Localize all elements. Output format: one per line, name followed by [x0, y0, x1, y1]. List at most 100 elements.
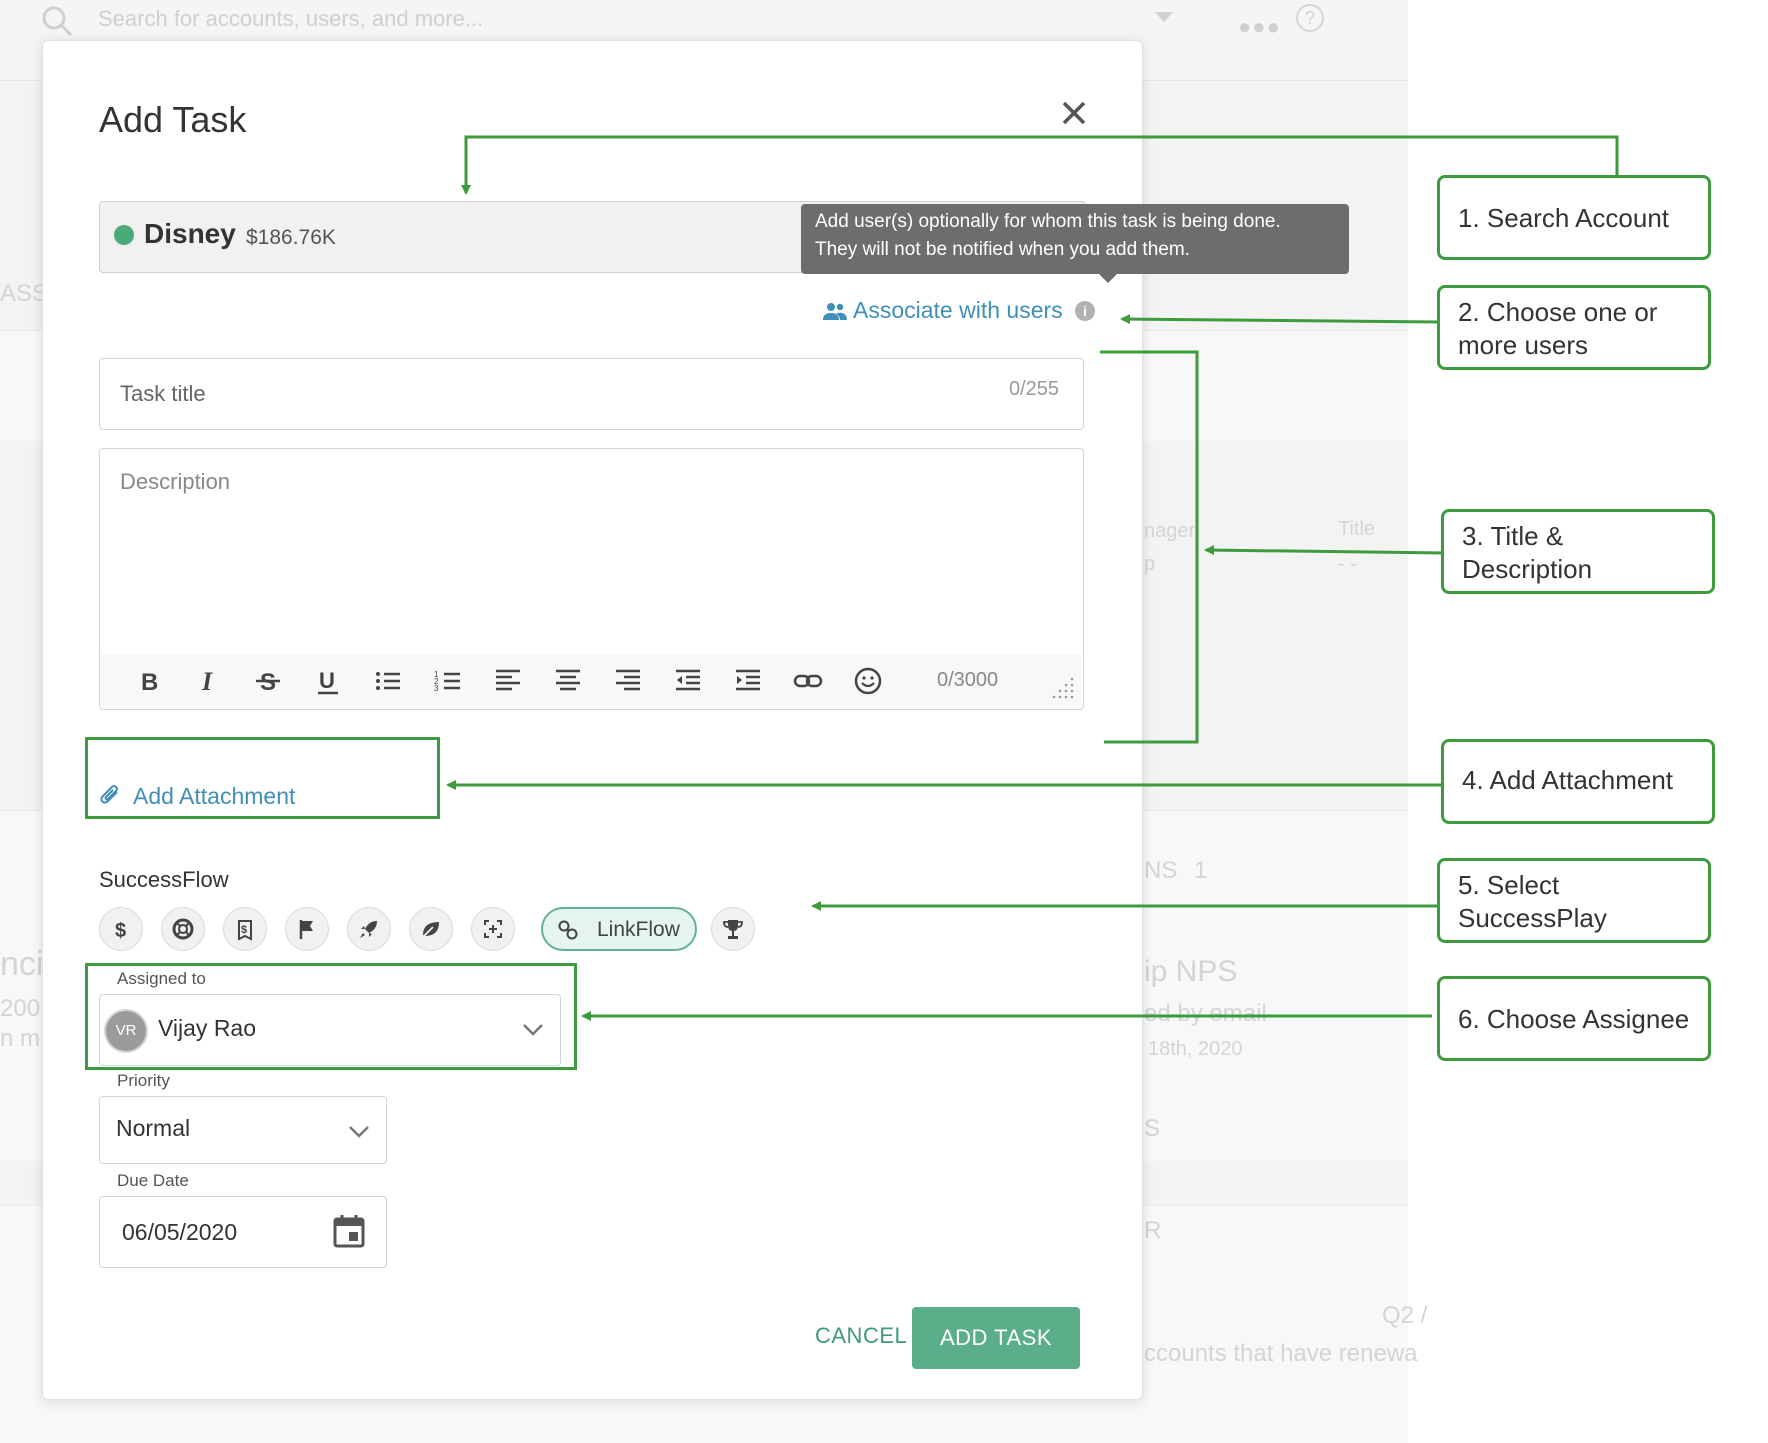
target-icon[interactable] — [471, 907, 515, 951]
link-icon[interactable] — [793, 666, 823, 696]
strikethrough-icon[interactable]: S — [253, 666, 283, 696]
priority-value: Normal — [116, 1115, 191, 1141]
svg-text:$: $ — [115, 920, 126, 941]
numbered-list-icon[interactable]: 123 — [433, 666, 463, 696]
background-fragment: ed by email — [1144, 1000, 1267, 1027]
priority-label: Priority — [113, 1071, 174, 1091]
tooltip-arrow — [1099, 274, 1117, 283]
dollar-icon[interactable]: $ — [99, 907, 143, 951]
assigned-to-label: Assigned to — [113, 969, 210, 989]
svg-text:1: 1 — [434, 670, 439, 679]
status-dots-icon: ●●● — [1238, 14, 1281, 39]
background-fragment: NS — [1144, 857, 1178, 884]
dollar-badge-icon[interactable]: $ — [223, 907, 267, 951]
callout-step-1: 1. Search Account — [1437, 175, 1711, 260]
callout-step-3: 3. Title & Description — [1441, 509, 1715, 594]
add-task-button[interactable]: ADD TASK — [912, 1307, 1080, 1369]
chevron-down-icon — [1155, 12, 1173, 22]
background-fragment: Q2 / — [1382, 1302, 1428, 1329]
callout-step-6: 6. Choose Assignee — [1437, 976, 1711, 1061]
svg-text:U: U — [319, 668, 335, 693]
background-fragment: 200 — [0, 995, 41, 1022]
background-search-placeholder: Search for accounts, users, and more... — [98, 6, 484, 31]
background-fragment: - - — [1338, 553, 1357, 575]
outdent-icon[interactable] — [673, 666, 703, 696]
assignee-name: Vijay Rao — [158, 1015, 257, 1041]
priority-select[interactable]: Normal — [99, 1096, 387, 1164]
info-icon[interactable]: i — [1075, 301, 1095, 321]
add-attachment-link[interactable]: Add Attachment — [133, 783, 296, 809]
background-fragment: ccounts that have renewa — [1144, 1340, 1418, 1367]
help-icon: ? — [1296, 4, 1324, 32]
linkflow-label: LinkFlow — [597, 918, 680, 941]
background-fragment: R — [1144, 1217, 1162, 1244]
task-title-input[interactable]: Task title 0/255 — [99, 358, 1084, 430]
successflow-label: SuccessFlow — [99, 867, 229, 892]
task-title-counter: 0/255 — [1008, 378, 1059, 400]
italic-icon[interactable]: I — [193, 666, 223, 696]
description-counter: 0/3000 — [937, 669, 999, 691]
due-date-input[interactable]: 06/05/2020 — [99, 1196, 387, 1268]
lifebuoy-icon[interactable] — [161, 907, 205, 951]
due-date-value: 06/05/2020 — [122, 1219, 238, 1245]
svg-text:S: S — [260, 669, 276, 696]
background-fragment: nager — [1144, 520, 1196, 542]
rocket-icon[interactable] — [347, 907, 391, 951]
users-icon — [823, 303, 847, 320]
highlight-assignee — [85, 963, 577, 1070]
avatar: VR — [104, 1009, 148, 1053]
callout-step-5: 5. Select SuccessPlay — [1437, 858, 1711, 943]
tooltip-line-1: Add user(s) optionally for whom this tas… — [815, 211, 1281, 232]
account-name: Disney — [144, 218, 236, 249]
close-icon[interactable] — [1058, 97, 1090, 129]
emoji-icon[interactable] — [853, 666, 883, 696]
add-task-modal: Add Task Disney $186.76K Add user(s) opt… — [42, 40, 1349, 1400]
task-title-placeholder: Task title — [120, 381, 206, 406]
chevron-down-icon — [523, 1024, 543, 1036]
associate-users-link[interactable]: Associate with users — [853, 297, 1063, 323]
modal-title: Add Task — [99, 99, 247, 140]
linkflow-selected-button[interactable]: LinkFlow — [541, 907, 697, 951]
align-right-icon[interactable] — [613, 666, 643, 696]
background-fragment: p — [1144, 553, 1156, 575]
bullet-list-icon[interactable] — [373, 666, 403, 696]
svg-text:3: 3 — [434, 684, 439, 693]
svg-text:$: $ — [241, 924, 247, 936]
leaf-icon[interactable] — [409, 907, 453, 951]
calendar-icon[interactable] — [332, 1213, 366, 1249]
paperclip-icon — [100, 785, 118, 804]
underline-icon[interactable]: U — [313, 666, 343, 696]
description-placeholder: Description — [120, 469, 231, 494]
account-status-dot — [114, 225, 134, 245]
due-date-label: Due Date — [113, 1171, 193, 1191]
svg-text:2: 2 — [434, 677, 439, 686]
highlight-add-attachment — [85, 737, 440, 819]
resize-handle-icon[interactable] — [1051, 676, 1075, 700]
background-fragment: ASS — [0, 280, 49, 307]
align-left-icon[interactable] — [493, 666, 523, 696]
search-icon — [42, 6, 73, 37]
svg-text:B: B — [141, 669, 158, 696]
assigned-to-select[interactable]: VR Vijay Rao — [99, 994, 561, 1066]
svg-text:I: I — [201, 667, 213, 696]
align-center-icon[interactable] — [553, 666, 583, 696]
background-fragment: ip NPS — [1144, 955, 1238, 988]
account-value: $186.76K — [246, 226, 336, 249]
background-fragment: n m — [0, 1025, 41, 1052]
chevron-down-icon — [349, 1126, 369, 1138]
flag-icon[interactable] — [285, 907, 329, 951]
bold-icon[interactable]: B — [133, 666, 163, 696]
indent-icon[interactable] — [733, 666, 763, 696]
cancel-button[interactable]: CANCEL — [815, 1323, 908, 1348]
trophy-icon[interactable] — [711, 907, 755, 951]
associate-users-tooltip: Add user(s) optionally for whom this tas… — [801, 204, 1349, 274]
tooltip-line-2: They will not be notified when you add t… — [815, 239, 1190, 260]
callout-step-2: 2. Choose one or more users — [1437, 285, 1711, 370]
background-fragment: 18th, 2020 — [1148, 1038, 1243, 1060]
link-icon — [558, 920, 578, 940]
background-fragment: 1 — [1194, 857, 1208, 884]
callout-step-4: 4. Add Attachment — [1441, 739, 1715, 824]
background-fragment: Title — [1338, 518, 1376, 540]
